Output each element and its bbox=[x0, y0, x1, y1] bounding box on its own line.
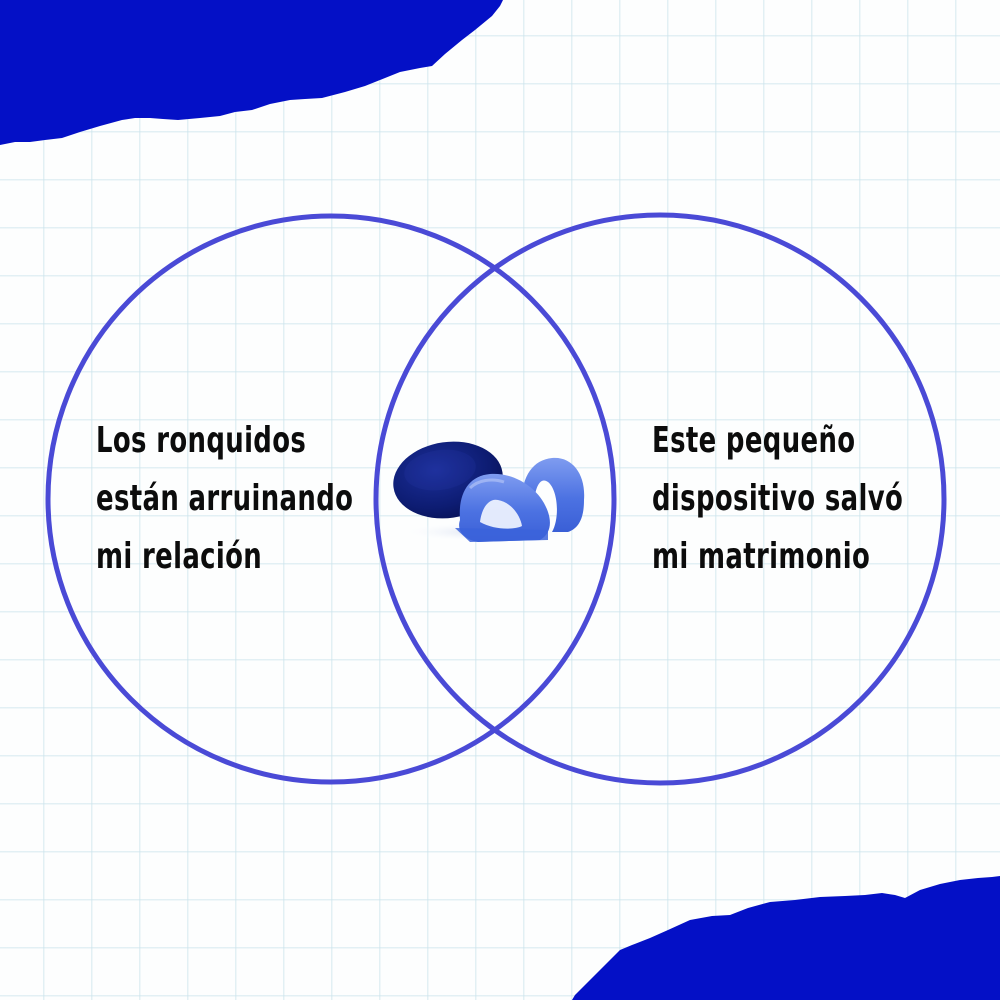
venn-right-line-2: dispositivo salvó bbox=[652, 478, 904, 519]
venn-left-line-1: Los ronquidos bbox=[96, 420, 307, 461]
torn-paper-top-left bbox=[0, 0, 503, 145]
venn-left-caption: Los ronquidos están arruinando mi relaci… bbox=[96, 412, 353, 586]
venn-right-line-3: mi matrimonio bbox=[652, 536, 871, 577]
venn-circle-left bbox=[45, 213, 617, 785]
anti-snoring-mouthpiece-with-case-icon bbox=[393, 441, 585, 542]
venn-circle-right bbox=[373, 212, 947, 786]
venn-left-line-2: están arruinando bbox=[96, 478, 354, 519]
venn-right-caption: Este pequeño dispositivo salvó mi matrim… bbox=[652, 412, 903, 586]
venn-left-line-3: mi relación bbox=[96, 536, 263, 577]
venn-right-line-1: Este pequeño bbox=[652, 420, 856, 461]
torn-paper-bottom-right bbox=[572, 876, 1000, 1000]
